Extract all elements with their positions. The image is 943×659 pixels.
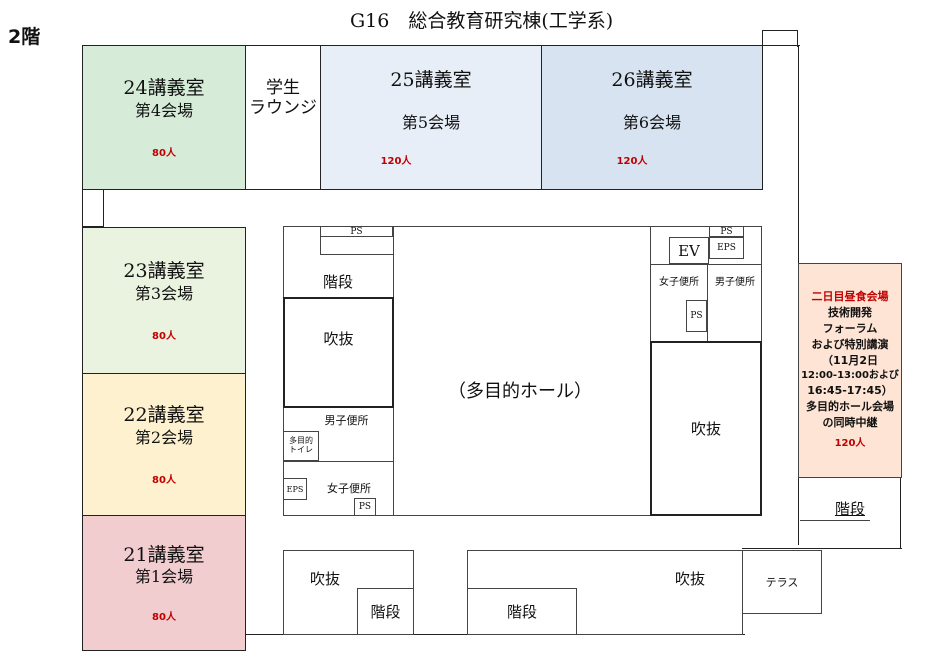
room-23-name: 23講義室 — [123, 260, 205, 283]
lunch-line2: 技術開発 — [828, 306, 872, 320]
room-21-venue: 第1会場 — [134, 567, 194, 587]
ps-top-left-stub-h — [320, 254, 393, 255]
room-24-capacity: 80人 — [152, 147, 176, 159]
lunch-capacity: 120人 — [834, 438, 866, 450]
room-25-capacity: 120人 — [380, 155, 412, 167]
room-24-name: 24講義室 — [123, 77, 205, 100]
ps-west-bottom: PS — [354, 498, 376, 516]
stairs-southwest[interactable]: 階段 — [357, 588, 414, 635]
elevator[interactable]: EV — [669, 237, 709, 264]
room-25-name: 25講義室 — [390, 69, 472, 92]
room-22-name: 22講義室 — [123, 404, 205, 427]
atrium-east: 吹抜 — [650, 341, 762, 516]
wc-west-divider — [283, 461, 394, 462]
building-title: G16 総合教育研究棟(工学系) — [350, 10, 614, 32]
mens-wc-east[interactable]: 男子便所 — [715, 276, 755, 288]
room-24-venue: 第4会場 — [134, 100, 194, 120]
wc-east-partition — [651, 264, 762, 265]
room-22-capacity: 80人 — [152, 474, 176, 486]
room-23-venue: 第3会場 — [134, 283, 194, 303]
ps-east-mid: PS — [686, 300, 707, 332]
atrium-west: 吹抜 — [283, 297, 394, 408]
stairs-southeast[interactable]: 階段 — [467, 588, 577, 635]
lunch-line3: フォーラム — [822, 322, 878, 336]
room-25-venue: 第5会場 — [401, 112, 461, 132]
stairs-west[interactable]: 階段 — [322, 272, 353, 291]
room-23[interactable]: 23講義室 第3会場 80人 — [82, 227, 246, 374]
lunch-venue[interactable]: 二日目昼食会場 技術開発 フォーラム および特別講演 （11月2日 12:00-… — [798, 263, 902, 478]
student-lounge-label: 学生 ラウンジ — [249, 78, 317, 119]
lunch-line5: （11月2日 — [822, 354, 878, 367]
room-21-capacity: 80人 — [152, 612, 176, 624]
multi-toilet[interactable]: 多目的 トイレ — [283, 431, 319, 461]
lunch-title: 二日目昼食会場 — [811, 290, 889, 304]
ps-top-left: PS — [320, 226, 393, 237]
ps-top-left-stub — [320, 237, 321, 255]
eps-west: EPS — [283, 478, 307, 500]
lunch-line7: 16:45-17:45） — [807, 384, 893, 398]
atrium-southeast: 吹抜 — [674, 569, 705, 588]
floor-label: 2階 — [8, 26, 41, 48]
room-26-venue: 第6会場 — [622, 112, 682, 132]
mens-wc-west[interactable]: 男子便所 — [324, 414, 369, 427]
stairwell-tower — [762, 30, 798, 47]
room-21[interactable]: 21講義室 第1会場 80人 — [82, 515, 246, 651]
terrace[interactable]: テラス — [742, 550, 822, 614]
lunch-line6: 12:00-13:00および — [801, 369, 899, 381]
stairs-east[interactable]: 階段 — [834, 499, 865, 518]
room-25[interactable]: 25講義室 第5会場 120人 — [320, 45, 542, 190]
lunch-line9: の同時中継 — [822, 416, 878, 430]
eps-east: EPS — [709, 237, 744, 259]
west-gap-block — [82, 189, 104, 227]
room-21-name: 21講義室 — [123, 543, 205, 566]
student-lounge[interactable]: 学生 ラウンジ — [245, 45, 321, 190]
east-wall-bottom — [742, 548, 902, 550]
multipurpose-hall[interactable]: （多目的ホール） — [448, 381, 592, 402]
atrium-southwest: 吹抜 — [309, 569, 340, 588]
womens-wc-west[interactable]: 女子便所 — [327, 482, 371, 495]
room-26-capacity: 120人 — [616, 155, 648, 167]
east-wall — [900, 477, 902, 549]
room-26[interactable]: 26講義室 第6会場 120人 — [541, 45, 763, 190]
stairs-east-line — [800, 520, 870, 521]
east-core-divider — [650, 226, 651, 342]
room-22[interactable]: 22講義室 第2会場 80人 — [82, 373, 246, 516]
room-26-name: 26講義室 — [611, 69, 693, 92]
ps-east-top: PS — [709, 226, 744, 237]
womens-wc-east[interactable]: 女子便所 — [659, 276, 699, 288]
lunch-line4: および特別講演 — [811, 338, 889, 352]
room-23-capacity: 80人 — [152, 330, 176, 342]
room-22-venue: 第2会場 — [134, 427, 194, 447]
wc-east-split — [707, 264, 708, 342]
room-24[interactable]: 24講義室 第4会場 80人 — [82, 45, 246, 190]
lunch-line8: 多目的ホール会場 — [806, 400, 894, 414]
